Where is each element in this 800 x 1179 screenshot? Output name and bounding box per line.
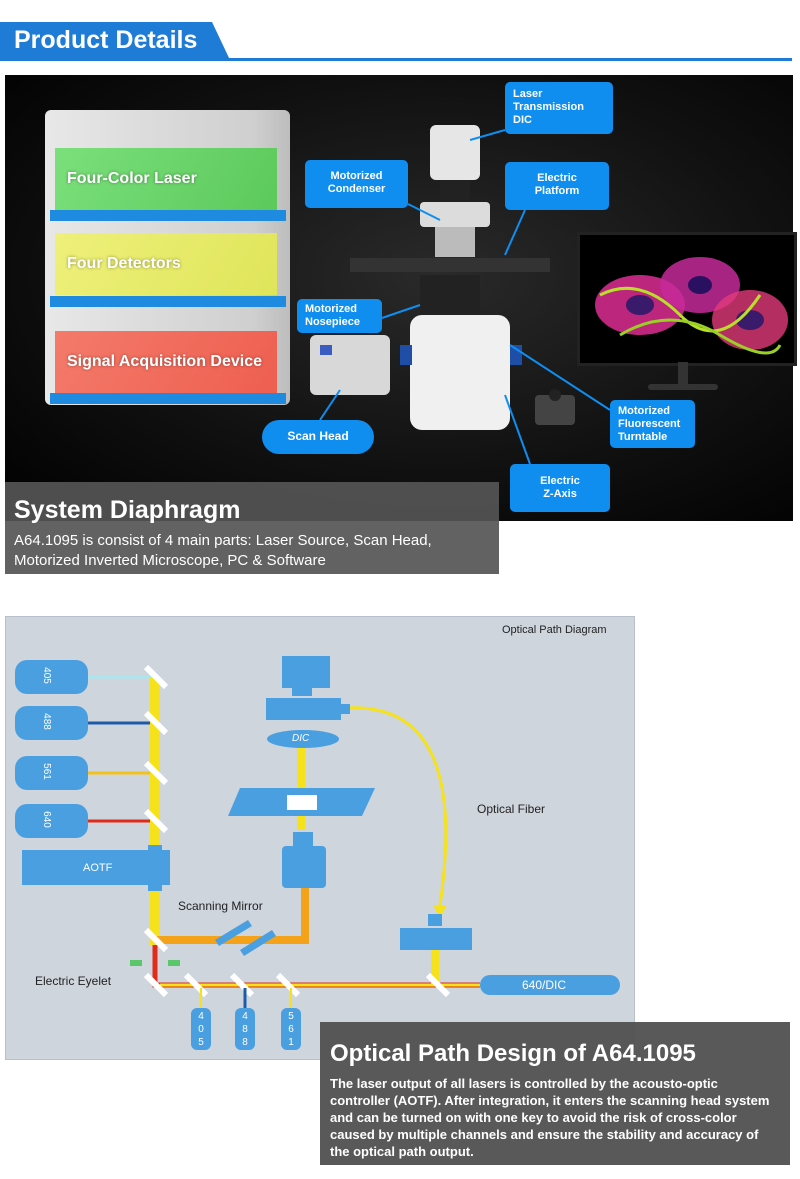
laser-label-561: 561: [40, 763, 52, 780]
aotf-label: AOTF: [83, 862, 113, 874]
callout-platform: Electric Platform: [505, 162, 609, 210]
optical-caption-text: The laser output of all lasers is contro…: [330, 1076, 770, 1159]
dic-label: DIC: [292, 733, 310, 744]
detector-digit: 1: [288, 1037, 294, 1048]
detector-640-dic-label: 640/DIC: [522, 978, 567, 992]
acquisition-block-label: Signal Acquisition Device: [67, 353, 263, 370]
electric-eyelet-label: Electric Eyelet: [35, 974, 112, 988]
header-underline: [0, 58, 792, 61]
detector-digit: 4: [242, 1011, 248, 1022]
cabinet-band: [50, 393, 286, 404]
system-caption-box: [5, 482, 499, 574]
callout-turntable: Motorized Fluorescent Turntable: [610, 400, 695, 448]
laser-label-405: 405: [40, 667, 52, 684]
laser-label-488: 488: [40, 713, 52, 730]
detectors-block: Four Detectors: [55, 233, 277, 295]
detectors-block-label: Four Detectors: [67, 255, 181, 272]
cabinet-band: [50, 296, 286, 307]
detector-digit: 6: [288, 1024, 294, 1035]
acquisition-block: Signal Acquisition Device: [55, 331, 277, 393]
optical-diagram-title: Optical Path Diagram: [502, 624, 607, 636]
header-tab: [0, 22, 230, 60]
page-title: Product Details: [14, 26, 198, 54]
callout-pointers: [319, 129, 611, 465]
monitor-base: [648, 384, 718, 390]
detector-digit: 0: [198, 1024, 204, 1035]
callout-laser-dic: Laser Transmission DIC: [505, 82, 613, 134]
optical-fiber-label: Optical Fiber: [477, 802, 546, 816]
monitor-stand: [678, 362, 688, 384]
callout-condenser: Motorized Condenser: [305, 160, 408, 208]
monitor-screen: [577, 232, 797, 366]
detector-488: 4 8 8: [240, 1010, 250, 1049]
system-caption-text: A64.1095 is consist of 4 main parts: Las…: [14, 532, 432, 569]
detector-digit: 5: [288, 1011, 294, 1022]
cabinet-band: [50, 210, 286, 221]
detector-digit: 4: [198, 1011, 204, 1022]
detector-digit: 5: [198, 1037, 204, 1048]
callout-z-axis: Electric Z-Axis: [510, 464, 610, 512]
detector-digit: 8: [242, 1037, 248, 1048]
system-caption-title: System Diaphragm: [14, 496, 241, 524]
laser-label-640: 640: [40, 811, 52, 828]
laser-block-label: Four-Color Laser: [67, 170, 197, 187]
detector-405: 4 0 5: [196, 1010, 206, 1049]
callout-scan-head: Scan Head: [262, 420, 374, 454]
laser-block: Four-Color Laser: [55, 148, 277, 210]
detector-561: 5 6 1: [286, 1010, 296, 1049]
microscope-illustration: [310, 125, 575, 430]
optical-caption-box: [320, 1022, 790, 1165]
detector-digit: 8: [242, 1024, 248, 1035]
scanning-mirror-label: Scanning Mirror: [178, 899, 263, 913]
callout-nosepiece: Motorized Nosepiece: [297, 299, 382, 333]
optical-caption-title: Optical Path Design of A64.1095: [330, 1040, 696, 1067]
